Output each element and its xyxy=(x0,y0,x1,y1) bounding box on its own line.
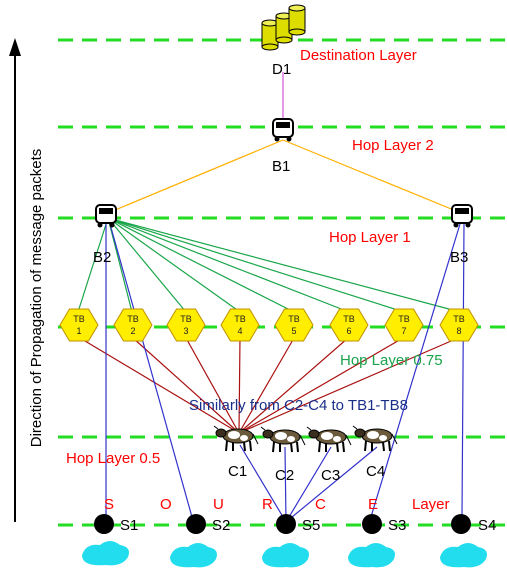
throwbox-tb4: TB 4 xyxy=(220,308,260,342)
links-c1-throwboxes xyxy=(79,337,459,434)
throwbox-hexagon xyxy=(439,308,479,342)
throwbox-hexagon xyxy=(59,308,99,342)
source-nodes xyxy=(94,514,471,534)
propagation-arrow xyxy=(9,38,21,522)
node-label-s4: S4 xyxy=(478,517,496,534)
throwbox-label: TB xyxy=(127,314,139,324)
node-label-d1: D1 xyxy=(272,61,291,78)
node-label-s5: S5 xyxy=(302,517,320,534)
source-letter-u: U xyxy=(213,496,224,513)
source-node-s3 xyxy=(362,514,382,534)
throwbox-tb1: TB 1 xyxy=(59,308,99,342)
node-label-c1: C1 xyxy=(228,463,247,480)
throwbox-label: TB xyxy=(343,314,355,324)
throwbox-tb3: TB 3 xyxy=(166,308,206,342)
source-node-s2 xyxy=(186,514,206,534)
throwbox-number: 1 xyxy=(76,326,81,336)
source-node-s4 xyxy=(451,514,471,534)
node-label-s1: S1 xyxy=(120,517,138,534)
throwbox-number: 7 xyxy=(401,326,406,336)
cow-icon-c2 xyxy=(260,426,306,453)
source-letter-c: C xyxy=(315,496,326,513)
cow-icon-c1 xyxy=(213,425,259,452)
source-node-s1 xyxy=(94,514,114,534)
source-letter-r: R xyxy=(262,496,273,513)
source-letter-e: E xyxy=(368,496,378,513)
bus-icon-b2 xyxy=(95,204,117,228)
throwbox-number: 2 xyxy=(130,326,135,336)
link-b1-b3 xyxy=(282,139,462,214)
source-node-s5 xyxy=(276,514,296,534)
node-label-b3: B3 xyxy=(450,249,468,266)
throwbox-number: 4 xyxy=(237,326,242,336)
throwbox-tb2: TB 2 xyxy=(113,308,153,342)
link-b1-b2 xyxy=(107,139,284,214)
node-label-s3: S3 xyxy=(388,517,406,534)
throwbox-tb8: TB 8 xyxy=(439,308,479,342)
cow-icon-c3 xyxy=(306,426,352,453)
throwboxes: TB 1 TB 2 TB 3 TB 4 TB 5 TB 6 TB 7 TB 8 xyxy=(59,308,479,342)
node-label-b2: B2 xyxy=(93,249,111,266)
throwbox-number: 8 xyxy=(456,326,461,336)
throwbox-hexagon xyxy=(166,308,206,342)
throwbox-hexagon xyxy=(274,308,314,342)
node-label-s2: S2 xyxy=(212,517,230,534)
throwbox-label: TB xyxy=(288,314,300,324)
node-label-c3: C3 xyxy=(321,467,340,484)
propagation-axis-label: Direction of Propagation of message pack… xyxy=(28,149,45,448)
throwbox-label: TB xyxy=(73,314,85,324)
layer-label-hop075: Hop Layer 0.75 xyxy=(340,352,443,369)
throwbox-number: 5 xyxy=(291,326,296,336)
throwbox-hexagon xyxy=(113,308,153,342)
bus-icon-b1 xyxy=(272,118,294,142)
source-layer-word: Layer xyxy=(412,496,450,513)
node-label-b1: B1 xyxy=(272,158,290,175)
annotation-similarly: Similarly from C2-C4 to TB1-TB8 xyxy=(189,397,408,414)
throwbox-number: 6 xyxy=(346,326,351,336)
throwbox-label: TB xyxy=(234,314,246,324)
links xyxy=(77,72,465,523)
node-label-c4: C4 xyxy=(366,463,385,480)
source-letter-o: O xyxy=(160,496,172,513)
destination-server-icon xyxy=(261,4,306,51)
throwbox-tb5: TB 5 xyxy=(274,308,314,342)
layer-label-destination: Destination Layer xyxy=(300,47,417,64)
links-sources xyxy=(105,223,465,523)
links-b2-throwboxes xyxy=(77,217,461,313)
layer-label-hop05: Hop Layer 0.5 xyxy=(66,450,160,467)
water-blobs xyxy=(82,541,487,568)
throwbox-number: 3 xyxy=(183,326,188,336)
layer-label-hop2: Hop Layer 2 xyxy=(352,137,434,154)
cow-icon-c4 xyxy=(352,425,398,452)
cows xyxy=(213,425,398,453)
throwbox-tb6: TB 6 xyxy=(329,308,369,342)
throwbox-label: TB xyxy=(453,314,465,324)
throwbox-label: TB xyxy=(180,314,192,324)
throwbox-label: TB xyxy=(398,314,410,324)
throwbox-hexagon xyxy=(384,308,424,342)
node-label-c2: C2 xyxy=(275,467,294,484)
throwbox-hexagon xyxy=(329,308,369,342)
throwbox-hexagon xyxy=(220,308,260,342)
bus-icon-b3 xyxy=(451,204,473,228)
throwbox-tb7: TB 7 xyxy=(384,308,424,342)
layer-label-hop1: Hop Layer 1 xyxy=(329,229,411,246)
source-letter-s: S xyxy=(104,496,114,513)
